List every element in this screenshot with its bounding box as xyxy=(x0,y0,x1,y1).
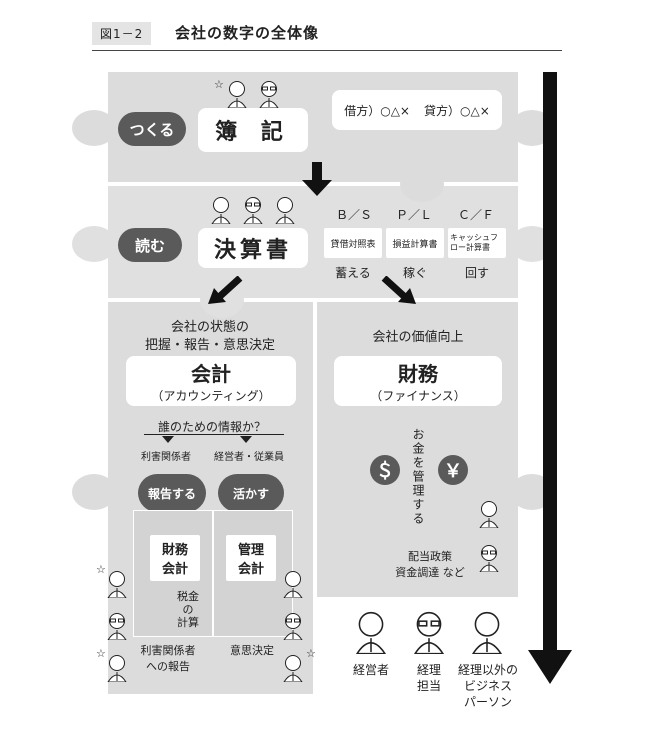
management-accounting-line2: 会計 xyxy=(237,562,264,577)
role-manager-line1: 経営者 xyxy=(352,663,389,677)
accounting-purpose-2: 把握・報告・意思決定 xyxy=(144,338,275,353)
accounting-title: 会計 xyxy=(191,362,231,386)
manage-money-label: お金を管理する xyxy=(411,428,425,526)
role-accountant-line2: 担当 xyxy=(416,679,441,693)
person-glasses-icon xyxy=(283,613,303,640)
decision-making-label: 意思決定 xyxy=(230,644,274,657)
debit-entry: 借方）○△× xyxy=(344,103,410,118)
role-accountant: 経理 担当 xyxy=(398,662,460,694)
managers-employees-label: 経営者・従業員 xyxy=(214,452,284,463)
star-icon: ☆ xyxy=(214,78,224,91)
yen-icon: ￥ xyxy=(438,455,468,485)
person-glasses-icon xyxy=(243,197,263,224)
person-icon xyxy=(107,655,127,682)
finance-box: 財務 （ファイナンス） xyxy=(334,356,502,406)
credit-entry: 貸方）○△× xyxy=(424,103,490,118)
role-manager: 経営者 xyxy=(340,662,402,678)
figure-header xyxy=(92,18,562,51)
store-verb: 蓄える xyxy=(335,266,371,280)
info-question: 誰のための情報か？ xyxy=(157,420,266,434)
person-glasses-icon xyxy=(479,545,499,572)
role-business-line3: パーソン xyxy=(463,695,512,709)
accounting-tab-left xyxy=(72,474,116,510)
question-underline xyxy=(144,434,284,435)
down-left-arrow xyxy=(208,276,243,304)
person-icon xyxy=(211,197,231,224)
journal-entry-box: 借方）○△× 貸方）○△× xyxy=(332,90,502,130)
financial-accounting-line1: 財務 xyxy=(161,543,188,558)
fundraising-label: 資金調達 など xyxy=(395,566,465,579)
accounting-purpose-1: 会社の状態の xyxy=(170,320,249,335)
business-person-icon xyxy=(471,611,503,654)
down-right-arrow xyxy=(381,276,416,304)
balance-sheet-box: 貸借対照表 xyxy=(324,228,382,258)
read-pill: 読む xyxy=(118,228,182,262)
earn-verb: 稼ぐ xyxy=(402,266,427,280)
person-icon xyxy=(283,571,303,598)
circulate-verb: 回す xyxy=(464,266,489,280)
flow-arrow-head xyxy=(528,650,572,684)
management-accounting-box: 管理 会計 xyxy=(226,535,276,581)
role-business-person: 経理以外の ビジネス パーソン xyxy=(452,662,524,710)
make-pill: つくる xyxy=(118,112,186,146)
tax-line2: の xyxy=(182,603,194,616)
tax-line3: 計算 xyxy=(177,616,199,629)
person-icon xyxy=(107,571,127,598)
role-business-line2: ビジネス xyxy=(463,679,512,693)
management-accounting-line1: 管理 xyxy=(237,543,264,558)
report-to-stakeholders: 利害関係者 への報告 xyxy=(128,642,208,674)
row1-tab-left xyxy=(72,110,116,146)
person-glasses-icon xyxy=(107,613,127,640)
flow-arrow-shaft xyxy=(543,72,557,652)
financial-accounting-line2: 会計 xyxy=(161,562,188,577)
stakeholders-label: 利害関係者 xyxy=(141,452,191,463)
row2-knob xyxy=(400,166,444,202)
manager-icon xyxy=(355,611,387,654)
person-icon xyxy=(479,501,499,528)
accounting-subtitle: （アカウンティング） xyxy=(151,389,271,403)
pl-abbr: Ｐ／Ｌ xyxy=(395,208,432,222)
role-business-line1: 経理以外の xyxy=(457,663,518,677)
cash-flow-statement-box: キャッシュフロー計算書 xyxy=(448,228,506,258)
row2-tab-left xyxy=(72,226,116,262)
person-glasses-icon xyxy=(259,81,279,108)
bookkeeping-box: 簿 記 xyxy=(198,108,308,152)
figure-label: 図1－2 xyxy=(92,22,152,45)
dividend-policy-label: 配当政策 xyxy=(408,550,452,563)
left-pointer xyxy=(162,436,174,443)
tax-calc-label: 税金 の 計算 xyxy=(168,590,208,629)
financial-statements-box: 決算書 xyxy=(198,228,308,268)
accounting-box: 会計 （アカウンティング） xyxy=(126,356,296,406)
finance-title: 財務 xyxy=(398,362,438,386)
report-line1: 利害関係者 xyxy=(140,644,196,657)
cf-abbr: Ｃ／Ｆ xyxy=(457,208,494,222)
star-icon: ☆ xyxy=(96,563,106,576)
finance-subtitle: （ファイナンス） xyxy=(370,389,466,403)
person-icon xyxy=(275,197,295,224)
tax-line1: 税金 xyxy=(177,590,199,603)
down-arrow-1-head xyxy=(302,180,332,196)
report-pill: 報告する xyxy=(138,474,206,512)
star-icon: ☆ xyxy=(96,647,106,660)
dollar-icon: ＄ xyxy=(370,455,400,485)
bs-abbr: Ｂ／Ｓ xyxy=(335,208,372,222)
person-icon xyxy=(283,655,303,682)
right-pointer xyxy=(240,436,252,443)
report-line2: への報告 xyxy=(146,660,190,673)
accountant-icon xyxy=(413,611,445,654)
utilize-pill: 活かす xyxy=(218,474,284,512)
income-statement-box: 損益計算書 xyxy=(386,228,444,258)
down-arrow-1 xyxy=(312,162,322,180)
financial-accounting-box: 財務 会計 xyxy=(150,535,200,581)
star-icon: ☆ xyxy=(306,647,316,660)
finance-purpose: 会社の価値向上 xyxy=(372,330,464,345)
role-accountant-line1: 経理 xyxy=(416,663,441,677)
figure-title: 会社の数字の全体像 xyxy=(175,24,320,42)
person-icon xyxy=(227,81,247,108)
